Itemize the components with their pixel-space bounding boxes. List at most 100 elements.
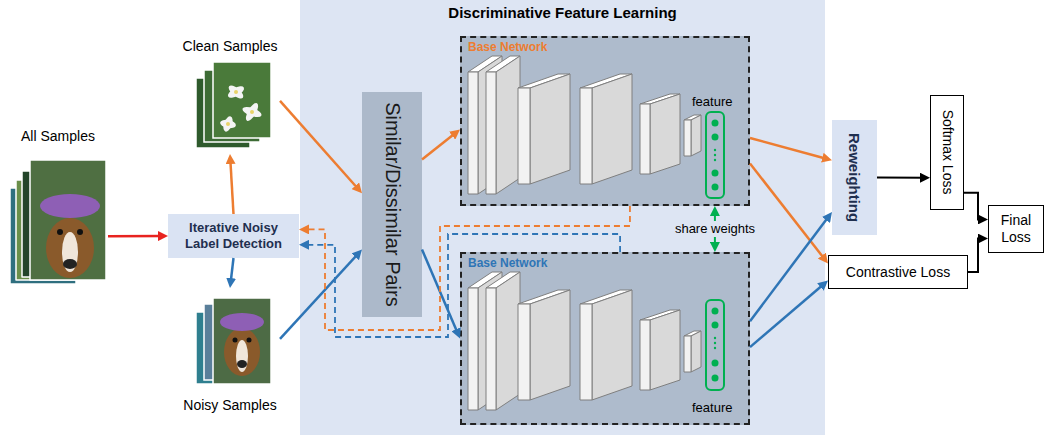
noisy-samples-photos-shape [224, 328, 260, 376]
feature-label: feature [692, 400, 732, 415]
flow-arrow [280, 253, 359, 339]
cnn-layers-shape [691, 115, 701, 156]
clean-samples-photos-shape [250, 110, 254, 114]
cnn-layers-shape [518, 88, 530, 184]
noisy-samples-photos-shape [204, 304, 260, 380]
all-samples-photos-shape [62, 232, 78, 272]
cnn-layers-shape [530, 74, 570, 184]
noisy-samples-photos [196, 298, 271, 384]
loss-box: Contrastive Loss [828, 255, 968, 289]
all-samples-photos-shape [46, 218, 94, 278]
feature-vector-shape [712, 134, 719, 141]
flow-arrow [877, 177, 925, 179]
all-samples-photos-shape [63, 259, 77, 269]
process-box: Iterative Noisy Label Detection [168, 214, 299, 258]
noisy-samples-photos-shape [233, 338, 238, 343]
feature-vector-shape [714, 154, 716, 156]
cnn-layers [468, 272, 701, 410]
all-samples-photos-shape [22, 171, 96, 277]
sample-stack: Clean Samples [180, 36, 280, 154]
clean-samples-photos-shape [226, 122, 230, 126]
feature-vector-shape [712, 120, 719, 127]
clean-samples-photos-shape [213, 62, 271, 138]
sample-stack: Noisy Samples [180, 288, 280, 415]
all-samples-photos-shape [57, 229, 63, 235]
flow-arrow [280, 101, 359, 190]
clean-samples-photos-shape [222, 115, 235, 133]
cnn-layers-shape [468, 56, 502, 72]
noisy-samples-photos-shape [237, 360, 247, 368]
network-box: Base Network feature [460, 36, 750, 206]
noisy-samples-photos-shape [247, 338, 252, 343]
clean-samples-photos-shape [234, 90, 238, 94]
clean-samples-photos [196, 62, 271, 148]
feature-vector-shape [712, 375, 719, 382]
noisy-samples-photos-shape [196, 312, 250, 384]
feature-vector-shape [714, 159, 716, 161]
flow-arrow [422, 133, 456, 160]
feature-vector-shape [712, 170, 719, 177]
cnn-layers-shape [468, 72, 478, 194]
panel-title: Discriminative Feature Learning [300, 0, 825, 21]
node-label: Reweighting [846, 127, 863, 228]
cnn-layers-shape [518, 74, 570, 88]
clean-samples-photos-shape [244, 101, 261, 122]
loss-box: Final Loss [988, 205, 1044, 253]
flow-arrow [750, 216, 829, 321]
edge-label: share weights [672, 221, 758, 237]
cnn-layers-shape [496, 56, 520, 194]
feature-vector-shape [714, 342, 716, 344]
module-panel: Discriminative Feature LearningSimilar/D… [300, 0, 825, 435]
noisy-samples-photos-shape [220, 313, 264, 331]
clean-samples-photos-shape [241, 105, 263, 119]
flow-arrow [108, 235, 163, 238]
clean-samples-photos-shape [196, 78, 250, 148]
node-label: Iterative Noisy Label Detection [172, 220, 295, 251]
flow-arrow [968, 239, 983, 272]
cnn-layers-shape [592, 74, 632, 184]
clean-samples-photos-shape [227, 83, 246, 101]
clean-samples-photos-shape [226, 84, 246, 100]
feature-vector-shape [712, 308, 719, 315]
cnn-layers-shape [486, 56, 520, 72]
all-samples-photos [10, 160, 106, 284]
cnn-layers-shape [478, 56, 502, 194]
cnn-layers-shape [580, 74, 632, 88]
flow-arrow [750, 164, 825, 260]
feature-vector-shape [712, 184, 719, 191]
all-samples-photos-shape [10, 188, 76, 284]
feature-vector-shape [714, 347, 716, 349]
node-label: Softmax Loss [939, 102, 955, 203]
flow-arrow [422, 250, 458, 334]
loss-box: Softmax Loss [930, 95, 964, 210]
all-samples-photos-shape [16, 180, 86, 280]
feedback-arrow [304, 234, 620, 337]
cnn-layers-shape [684, 115, 701, 120]
flow-arrow [230, 159, 233, 214]
cnn-layers [468, 56, 701, 194]
feature-vector-shape [712, 322, 719, 329]
noisy-samples-photos-shape [213, 298, 271, 384]
flow-arrow [750, 284, 824, 347]
clean-samples-photos-shape [219, 119, 236, 130]
noisy-samples-photos-shape [236, 340, 248, 372]
sample-heading: Clean Samples [183, 36, 278, 56]
feature-vector-shape [714, 337, 716, 339]
network-title: Base Network [468, 40, 547, 54]
feature-label: feature [692, 94, 732, 109]
feature-vector-shape [706, 300, 724, 390]
clean-samples-photos-shape [204, 70, 260, 142]
flow-arrow [231, 258, 234, 283]
sample-heading: All Samples [21, 126, 95, 146]
pairs-box: Similar/Dissimilar Pairs [362, 92, 422, 317]
connector-group [108, 101, 983, 347]
flow-arrow [750, 138, 827, 159]
cnn-layers-shape [640, 104, 650, 174]
cnn-layers-shape [640, 94, 680, 104]
cnn-layers-shape [684, 120, 691, 156]
all-samples-photos-shape [77, 229, 83, 235]
feature-vector [706, 112, 724, 198]
